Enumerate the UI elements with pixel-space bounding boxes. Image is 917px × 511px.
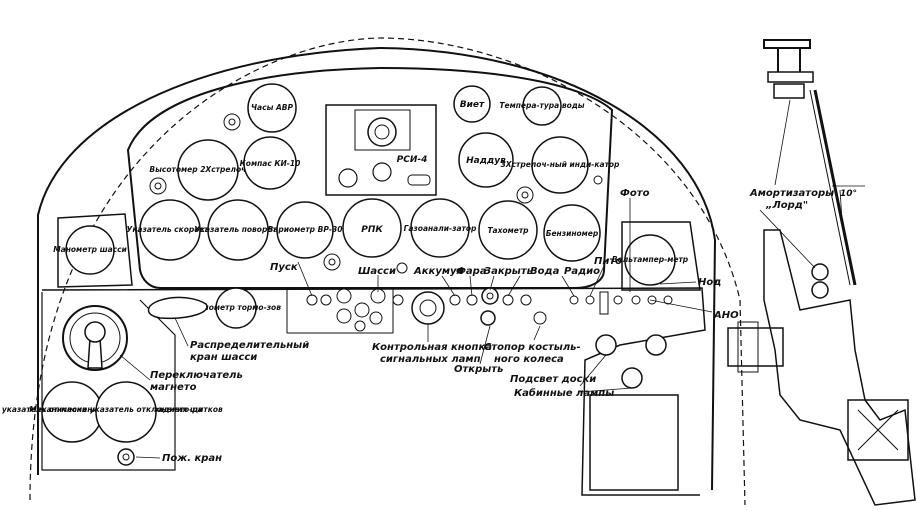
gauge-takhometr: Тахометр [478,200,538,260]
gauge-mech-shchitok: Механически указатель отклонения щитков [29,381,223,443]
callout-pito: Пито [594,256,622,267]
gauge-temp: Темпера-тура воды [499,86,585,126]
callout-shassi: Шасси [358,266,396,277]
mech-shchitok-label: Механически указатель отклонения щитков [29,405,223,414]
gauge-chasy: Часы АВР [247,83,297,133]
nadduv-label: Наддув [466,156,506,166]
callout-stopor-1: Стопор костыль- [484,342,581,353]
temp-label: Темпера-тура воды [499,101,584,110]
fire-cock [117,448,135,466]
indikator-label: 3Хстрелоч-ный инди-катор [501,160,620,169]
callout-angle: 10° [840,189,857,199]
small-knobs [149,113,603,274]
callout-raspred-2: кран шасси [190,352,257,363]
gauge-kompas: Компас КИ-10 [240,136,301,190]
callout-kontrol-1: Контрольная кнопка [372,342,492,353]
vysotomer-label: Высотомер 2Хстрелоч-ный [149,165,267,174]
variometr-label: Вариометр ВР-30 [268,225,343,234]
gauge-manometr-shassi: Манометр шасси [53,225,128,275]
callout-pusk: Пуск [270,262,298,273]
callout-perekl-2: магнето [150,382,197,393]
gauge-benzinometr: Бензиномер [543,204,601,262]
gear-handle [147,296,208,320]
left-panel [57,213,133,288]
skorost-label: Указатель скорости [127,225,215,234]
gauge-manometr-tormoz: Манометр тормо-зов [191,287,281,329]
magneto-switch [62,305,128,371]
callout-kabinnye: Кабинные лампы [514,387,614,399]
callout-otkryt: Открыть [454,364,503,375]
rsi-box [325,104,437,196]
callout-ano: АНО [713,310,739,321]
gauge-vysotomer: Высотомер 2Хстрелоч-ный [149,139,267,201]
gauge-rpk: РПК [342,198,402,258]
gauge-povorot: Указатель поворота [194,199,282,261]
gauge-nadduv: Наддув [458,132,514,188]
manometr-shassi-label: Манометр шасси [53,245,127,254]
callout-foto: Фото [620,188,650,199]
gauge-gazanal: Газоанали-затор [404,198,477,258]
rpk-label: РПК [361,225,383,235]
callout-amortizatory-1: Амортизаторы [749,188,834,199]
voltampermetr-label: Вольтампер-метр [612,255,689,264]
leader-lines [119,198,713,459]
gazanal-label: Газоанали-затор [404,224,477,233]
manometr-tormoz-label: Манометр тормо-зов [191,303,281,312]
viet-label: Виет [460,100,485,110]
gauge-skorost: Указатель скорости [127,199,215,261]
callout-akkumul: Аккумул [413,266,465,277]
takhometr-label: Тахометр [487,226,529,235]
gauge-voltampermetr: Вольтампер-метр [612,234,689,286]
callout-voda: Вода [530,266,560,277]
callout-pozh: Пож. кран [162,453,222,464]
benzinometr-label: Бензиномер [546,229,599,238]
gauge-viet: Виет [453,85,491,123]
lower-console [41,287,706,496]
gauge-indikator: 3Хстрелоч-ный инди-катор [501,136,620,194]
right-panel [621,221,701,291]
switch-row [286,287,673,389]
callout-raspred-1: Распределительный [190,340,309,351]
callout-perekl-1: Переключатель [150,370,243,381]
callout-kontrol-2: сигнальных ламп [380,354,481,365]
upper-panel [126,66,614,289]
gauge-variometr: Вариометр ВР-30 [268,201,343,259]
left-lower-panel [41,292,176,471]
chasy-label: Часы АВР [251,103,293,112]
povorot-label: Указатель поворота [194,225,282,234]
callout-nod: Нод [698,277,721,288]
panel-outline [37,46,717,491]
callout-amortizatory-2: „Лорд" [765,200,808,211]
callout-stopor-2: ного колеса [494,354,564,365]
callout-podsvet: Подсвет доски [510,374,596,385]
callout-radio: Радио [564,266,600,277]
right-lower-box [589,394,679,491]
kompas-label: Компас КИ-10 [240,159,301,168]
callout-fara: Фара [456,266,487,277]
rsi-label: РСИ-4 [397,155,428,165]
side-view [727,39,916,506]
callout-zakryt: Закрыть [484,266,533,277]
